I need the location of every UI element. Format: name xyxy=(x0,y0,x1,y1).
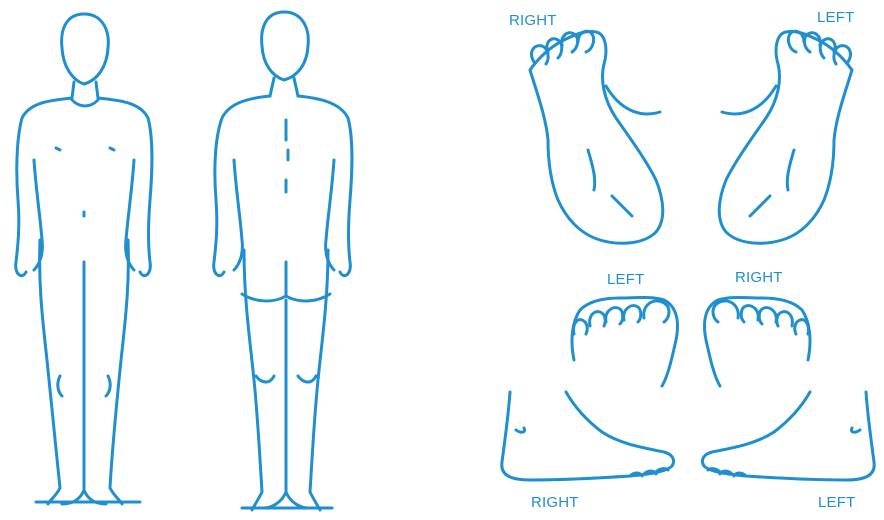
front-right-leg xyxy=(110,240,128,504)
front-body-figure xyxy=(16,14,152,504)
right-toes-front xyxy=(705,298,811,387)
right-sole xyxy=(530,31,663,243)
side-left-label: LEFT xyxy=(818,494,855,511)
toes-right-label: RIGHT xyxy=(735,269,783,286)
back-left-arm-inner xyxy=(234,160,242,270)
front-inner-legs xyxy=(62,262,106,504)
front-neck xyxy=(72,82,98,106)
left-toes-front xyxy=(572,298,678,387)
back-spine xyxy=(286,120,288,296)
sole-right-label: RIGHT xyxy=(509,12,557,29)
toes-left-label: LEFT xyxy=(607,271,644,288)
back-body-figure xyxy=(214,12,352,510)
side-right-label: RIGHT xyxy=(531,494,579,511)
right-sole-inner-lines xyxy=(588,86,660,216)
front-torso-left xyxy=(16,98,72,276)
front-head xyxy=(62,14,109,84)
right-foot-side xyxy=(502,392,674,480)
left-sole-inner-lines xyxy=(722,86,794,216)
front-left-leg xyxy=(40,240,60,504)
back-head xyxy=(262,12,309,80)
left-sole xyxy=(719,31,852,243)
sole-left-label: LEFT xyxy=(817,9,854,26)
back-inner-legs xyxy=(264,300,308,508)
left-foot-side xyxy=(702,392,874,480)
